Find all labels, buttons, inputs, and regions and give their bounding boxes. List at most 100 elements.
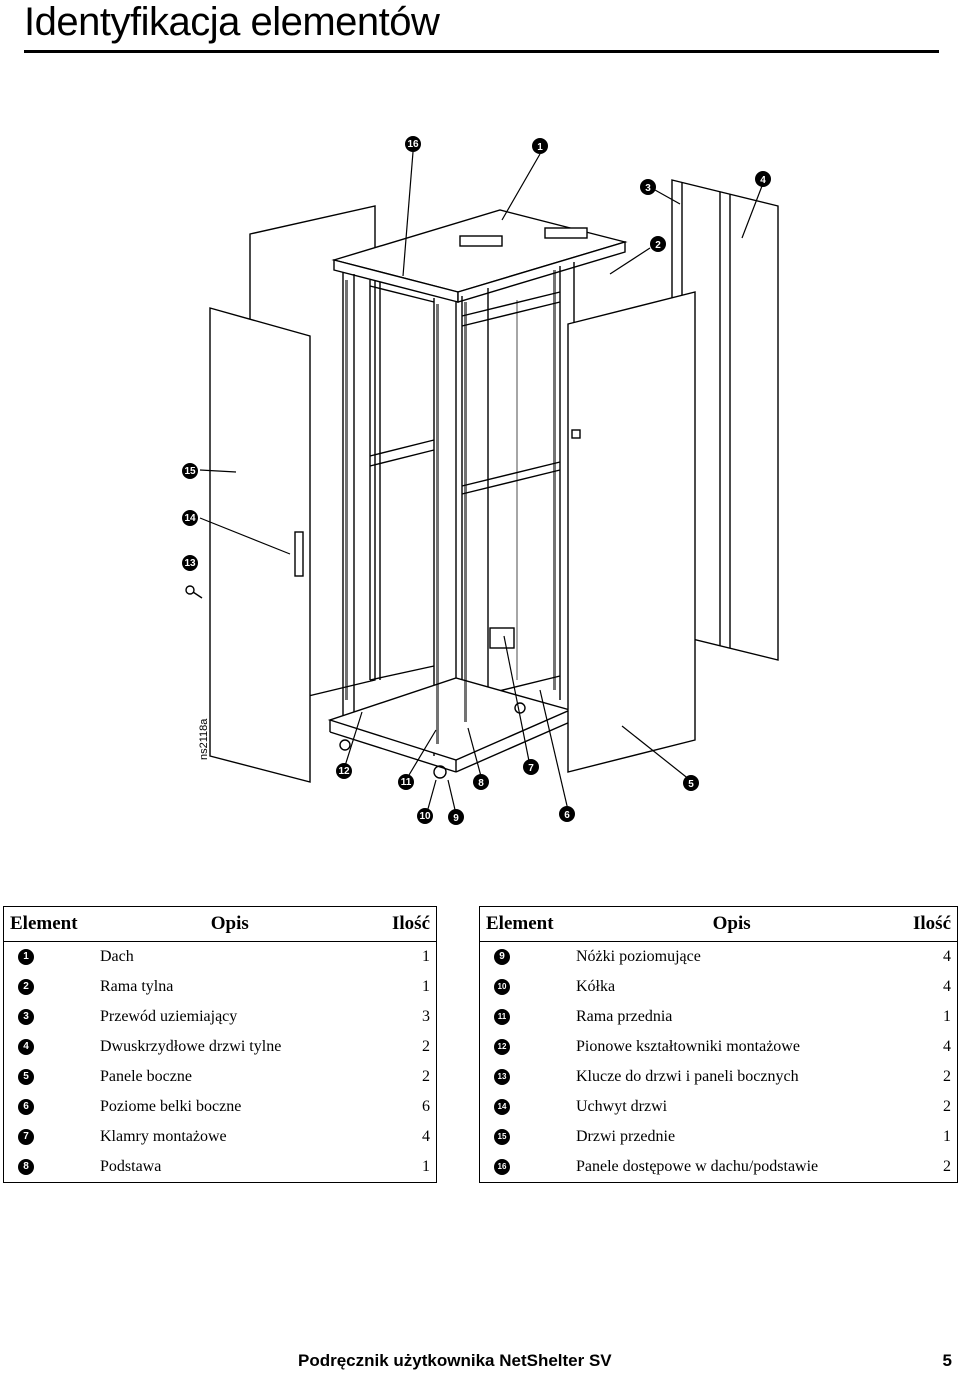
element-number-cell: 14	[480, 1092, 571, 1122]
callout-10: 10	[417, 808, 433, 824]
svg-text:12: 12	[338, 766, 350, 777]
parts-table-left: Element Opis Ilość 1 Dach 1 2 Rama tylna 1 3 Pr…	[3, 906, 437, 1183]
header-opis: Opis	[94, 906, 366, 942]
svg-text:16: 16	[407, 139, 419, 150]
element-number-cell: 16	[480, 1152, 571, 1183]
svg-text:2: 2	[655, 240, 661, 251]
element-description: Pionowe kształtowniki montażowe	[576, 1038, 800, 1055]
table-row: 9 Nóżki poziomujące 4	[480, 942, 958, 973]
svg-text:3: 3	[645, 183, 651, 194]
element-quantity: 4	[943, 948, 951, 965]
callout-5: 5	[683, 775, 699, 791]
element-number-badge: 4	[18, 1039, 34, 1056]
element-description: Uchwyt drzwi	[576, 1098, 668, 1115]
svg-text:13: 13	[184, 558, 196, 569]
element-number-badge: 15	[494, 1129, 510, 1146]
element-number-cell: 5	[4, 1062, 95, 1092]
element-description: Kółka	[576, 978, 616, 995]
callout-13: 13	[182, 555, 198, 571]
svg-text:11: 11	[401, 777, 412, 788]
element-description: Panele boczne	[100, 1068, 192, 1085]
element-description: Przewód uziemiający	[100, 1008, 238, 1025]
callout-2: 2	[650, 236, 666, 252]
element-number-badge: 7	[18, 1129, 34, 1146]
element-number-cell: 1	[4, 942, 95, 973]
callout-9: 9	[448, 809, 464, 825]
element-description: Poziome belki boczne	[100, 1098, 242, 1115]
page-title: Identyfikacja elementów	[24, 0, 440, 44]
callout-6: 6	[559, 806, 575, 822]
callout-3: 3	[640, 179, 656, 195]
svg-text:8: 8	[478, 778, 484, 789]
svg-text:10: 10	[419, 811, 431, 822]
table-row: 7 Klamry montażowe 4	[4, 1122, 437, 1152]
element-number-cell: 13	[480, 1062, 571, 1092]
title-rule	[24, 50, 939, 53]
table-row: 6 Poziome belki boczne 6	[4, 1092, 437, 1122]
element-quantity: 6	[422, 1098, 430, 1115]
element-number-cell: 2	[4, 972, 95, 1002]
parts-table-right: Element Opis Ilość 9 Nóżki poziomujące 4 10…	[479, 906, 958, 1183]
element-number-cell: 10	[480, 972, 571, 1002]
table-row: 4 Dwuskrzydłowe drzwi tylne 2	[4, 1032, 437, 1062]
callout-12: 12	[336, 763, 352, 779]
element-number-badge: 2	[18, 979, 34, 996]
table-header-row: Element Opis Ilość	[3, 906, 437, 942]
element-description: Klucze do drzwi i paneli bocznych	[576, 1068, 799, 1085]
svg-text:6: 6	[564, 810, 570, 821]
svg-text:5: 5	[688, 779, 694, 790]
element-quantity: 1	[422, 978, 430, 995]
element-quantity: 4	[422, 1128, 430, 1145]
element-number-badge: 8	[18, 1159, 34, 1176]
element-number-cell: 9	[480, 942, 571, 973]
svg-text:7: 7	[528, 763, 534, 774]
callout-11: 11	[398, 774, 414, 790]
element-quantity: 1	[422, 948, 430, 965]
element-number-cell: 11	[480, 1002, 571, 1032]
table-row: 3 Przewód uziemiający 3	[4, 1002, 437, 1032]
element-number-cell: 3	[4, 1002, 95, 1032]
element-number-badge: 16	[494, 1159, 510, 1176]
svg-text:4: 4	[760, 175, 766, 186]
element-number-badge: 11	[494, 1009, 510, 1026]
element-quantity: 1	[422, 1158, 430, 1175]
page-number: 5	[942, 1351, 952, 1370]
element-number-badge: 10	[494, 979, 510, 996]
figure-code: ns2118a	[198, 718, 210, 760]
element-description: Rama tylna	[100, 978, 174, 995]
element-quantity: 1	[943, 1128, 951, 1145]
element-number-cell: 8	[4, 1152, 95, 1183]
element-number-badge: 6	[18, 1099, 34, 1116]
callout-15: 15	[182, 463, 198, 479]
svg-text:15: 15	[184, 466, 196, 477]
header-ilosc: Ilość	[365, 906, 437, 942]
element-description: Dwuskrzydłowe drzwi tylne	[100, 1038, 282, 1055]
table-row: 14 Uchwyt drzwi 2	[480, 1092, 958, 1122]
element-number-badge: 1	[18, 949, 34, 966]
element-description: Panele dostępowe w dachu/podstawie	[576, 1158, 819, 1175]
table-row: 1 Dach 1	[4, 942, 437, 973]
callout-7: 7	[523, 759, 539, 775]
element-quantity: 2	[422, 1038, 430, 1055]
svg-text:1: 1	[537, 142, 543, 153]
header-element: Element	[3, 906, 94, 942]
element-description: Klamry montażowe	[100, 1128, 227, 1145]
element-number-cell: 4	[4, 1032, 95, 1062]
element-description: Dach	[100, 948, 134, 965]
svg-text:14: 14	[184, 513, 196, 524]
element-number-badge: 14	[494, 1099, 510, 1116]
element-quantity: 3	[422, 1008, 430, 1025]
element-quantity: 2	[943, 1098, 951, 1115]
element-number-badge: 12	[494, 1039, 510, 1056]
element-quantity: 1	[943, 1008, 951, 1025]
table-header-row: Element Opis Ilość	[479, 906, 958, 942]
element-description: Nóżki poziomujące	[576, 948, 701, 965]
